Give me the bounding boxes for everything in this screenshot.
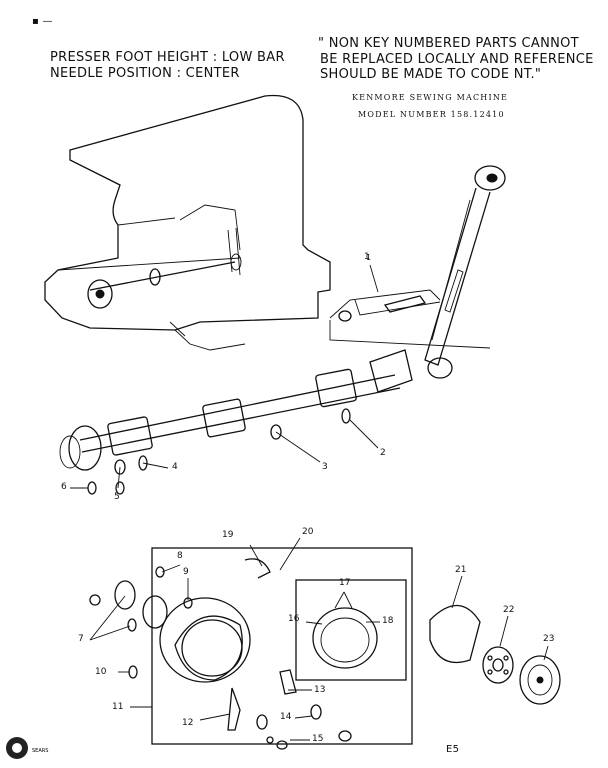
callout-18: 18 <box>382 616 394 626</box>
page-code: E5 <box>446 744 460 755</box>
callout-23: 23 <box>543 634 555 644</box>
callout-21: 21 <box>455 565 467 575</box>
callout-11: 11 <box>112 702 124 712</box>
model-caption: MODEL NUMBER 158.12410 <box>358 110 505 119</box>
callout-10: 10 <box>95 667 107 677</box>
callout-6: 6 <box>61 482 67 492</box>
sewing-machine-outline-icon <box>44 94 331 351</box>
callout-15: 15 <box>312 734 324 744</box>
needle-position-note: NEEDLE POSITION : CENTER <box>50 66 240 81</box>
callout-9: 9 <box>183 567 189 577</box>
brand-caption: KENMORE SEWING MACHINE <box>352 93 509 102</box>
callout-2: 2 <box>380 448 386 458</box>
top-mark: ▪ — <box>32 16 53 27</box>
callout-20: 20 <box>302 527 314 537</box>
logo-stamp-icon: SEARS <box>6 737 48 759</box>
lower-shaft-icon <box>59 349 413 495</box>
callout-3: 3 <box>322 462 328 472</box>
callout-19: 19 <box>222 530 234 540</box>
bobbin-case-icon <box>429 604 561 705</box>
crank-rod-icon: 1 <box>329 165 506 379</box>
notice-line-1: " NON KEY NUMBERED PARTS CANNOT <box>318 36 579 51</box>
callout-5: 5 <box>114 492 120 502</box>
presser-foot-note: PRESSER FOOT HEIGHT : LOW BAR <box>50 50 285 65</box>
svg-text:SEARS: SEARS <box>32 748 48 754</box>
callout-13: 13 <box>314 685 326 695</box>
svg-text:1: 1 <box>366 253 371 262</box>
callout-1: 1 <box>364 252 370 262</box>
callout-7: 7 <box>78 634 84 644</box>
hook-assembly-icon <box>89 547 413 750</box>
notice-line-3: SHOULD BE MADE TO CODE NT." <box>320 67 542 82</box>
callout-8: 8 <box>177 551 183 561</box>
callout-16: 16 <box>288 614 300 624</box>
callout-14: 14 <box>280 712 292 722</box>
callout-22: 22 <box>503 605 515 615</box>
notice-line-2: BE REPLACED LOCALLY AND REFERENCE <box>320 52 594 67</box>
leader-lines <box>70 419 549 741</box>
callout-12: 12 <box>182 718 194 728</box>
callout-4: 4 <box>172 462 178 472</box>
callout-17: 17 <box>339 578 351 588</box>
bobbin-icon <box>482 646 514 684</box>
